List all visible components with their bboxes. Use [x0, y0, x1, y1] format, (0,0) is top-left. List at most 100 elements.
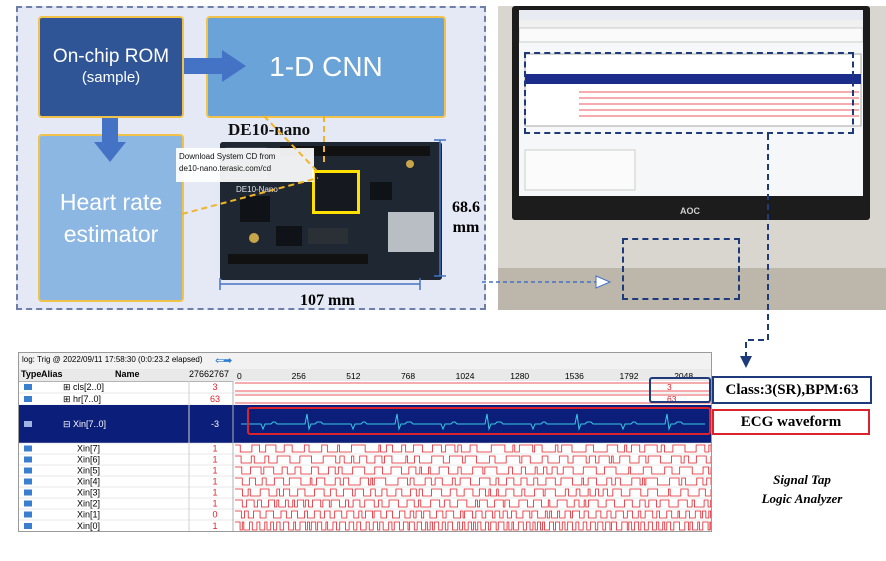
col-cursor2: 2767: [209, 369, 230, 379]
col-alias: Alias: [41, 369, 63, 379]
signal-row[interactable]: Xin[0] 1: [19, 521, 711, 531]
signal-name: Xin[2]: [77, 499, 100, 509]
signal-value: -3: [211, 419, 219, 429]
desk-surface: [498, 268, 886, 310]
caption-line1: Signal Tap: [773, 472, 831, 487]
signal-name: Xin[4]: [77, 477, 100, 487]
hr-title-line2: estimator: [63, 221, 159, 247]
monitor-screen: [518, 10, 864, 196]
col-name: Name: [115, 369, 140, 379]
digital-trace: [235, 455, 711, 464]
tick-label: 512: [346, 371, 360, 381]
digital-trace: [235, 444, 711, 453]
digital-trace: [235, 466, 711, 475]
board-label: DE10-nano: [228, 120, 311, 139]
board-width-label: 107 mm: [300, 292, 355, 309]
digital-trace: [235, 488, 711, 497]
signal-name: Xin[1]: [77, 510, 100, 520]
cnn-block: 1-D CNN: [206, 16, 446, 118]
signal-name: Xin[7]: [77, 444, 100, 454]
rom-subtitle: (sample): [81, 69, 141, 86]
tick-label: 2048: [674, 371, 693, 381]
signal-row[interactable]: Xin[7] 1: [19, 444, 711, 455]
cd-download-note: Download System CD from de10-nano.terasi…: [176, 148, 314, 182]
signal-type-icon: [24, 467, 32, 474]
log-title: log: Trig @ 2022/09/11 17:58:30 (0:0:23.…: [22, 355, 203, 364]
signal-name: Xin[6]: [77, 455, 100, 465]
board-photo-highlight: [622, 238, 740, 300]
bus-value-label: 63: [667, 394, 677, 404]
signal-value: 0: [212, 510, 217, 520]
cnn-title: 1-D CNN: [269, 51, 383, 82]
signal-name: Xin[3]: [77, 488, 100, 498]
svg-text:DE10-Nano: DE10-Nano: [236, 185, 278, 194]
tick-label: 1280: [510, 371, 529, 381]
signal-row[interactable]: Xin[3] 1: [19, 488, 711, 499]
arrow-left-icon[interactable]: ⇐: [215, 355, 225, 367]
board-height-unit: mm: [452, 219, 480, 236]
digital-trace: [235, 477, 711, 486]
signal-row[interactable]: ⊟ Xin[7..0] -3: [19, 405, 711, 444]
log-titlebar: log: Trig @ 2022/09/11 17:58:30 (0:0:23.…: [19, 353, 711, 370]
signal-type-icon: [24, 500, 32, 507]
signal-type-icon: [24, 384, 32, 390]
cd-note-line2: de10-nano.terasic.com/cd: [179, 164, 272, 173]
signal-type-icon: [24, 456, 32, 463]
signal-row[interactable]: Xin[2] 1: [19, 499, 711, 510]
digital-trace: [235, 510, 711, 519]
board-height-value: 68.6: [452, 199, 480, 216]
tick-label: 768: [401, 371, 415, 381]
signal-type-icon: [24, 421, 32, 427]
hr-title-line1: Heart rate: [59, 189, 163, 215]
signal-value: 1: [212, 466, 217, 476]
signal-name: ⊞ hr[7..0]: [63, 394, 101, 404]
signal-value: 1: [212, 455, 217, 465]
signal-type-icon: [24, 396, 32, 402]
signal-type-icon: [24, 511, 32, 518]
signal-value: 1: [212, 444, 217, 454]
digital-trace: [235, 499, 711, 508]
signal-row[interactable]: Xin[6] 1: [19, 455, 711, 466]
class-bpm-callout: Class:3(SR),BPM:63: [712, 376, 872, 404]
monitor-brand: AOC: [680, 206, 700, 216]
bus-value-label: 3: [667, 382, 672, 392]
col-type: Type: [21, 369, 42, 379]
signal-type-icon: [24, 478, 32, 485]
lab-setup-photo: AOC: [498, 6, 886, 310]
screen-content: [518, 10, 864, 191]
signal-value: 3: [212, 382, 217, 392]
signal-name: ⊟ Xin[7..0]: [63, 419, 106, 429]
onchip-rom-block: On-chip ROM (sample): [38, 16, 184, 118]
signal-value: 1: [212, 488, 217, 498]
signal-value: 63: [210, 394, 220, 404]
de10-nano-board-photo: DE10-Nano: [220, 142, 442, 280]
signal-row[interactable]: Xin[4]1: [19, 477, 711, 488]
signal-row[interactable]: ⊞ hr[7..0] 63 63: [19, 394, 711, 406]
signal-value: 1: [212, 521, 217, 531]
signal-type-icon: [24, 445, 32, 452]
fpga-chip-highlight: [312, 170, 360, 214]
signal-tap-window: log: Trig @ 2022/09/11 17:58:30 (0:0:23.…: [18, 352, 712, 532]
signal-row[interactable]: Xin[5]1: [19, 466, 711, 477]
caption-line2: Logic Analyzer: [761, 491, 843, 506]
digital-trace: [235, 521, 711, 531]
screen-waveform-highlight: [524, 52, 854, 134]
heart-rate-block: Heart rate estimator: [38, 134, 184, 302]
cd-note-line1: Download System CD from: [179, 152, 276, 161]
signal-row[interactable]: Xin[1] 0: [19, 510, 711, 521]
signal-type-icon: [24, 523, 32, 529]
signal-value: 1: [212, 499, 217, 509]
col-cursor: 2766: [189, 369, 210, 379]
system-diagram-panel: On-chip ROM (sample) 1-D CNN Heart rate …: [16, 6, 486, 310]
signal-name: Xin[0]: [77, 521, 100, 531]
signal-type-icon: [24, 489, 32, 496]
signal-tap-caption: Signal Tap Logic Analyzer: [742, 470, 862, 508]
screen-to-signaltap-arrowhead: [740, 356, 752, 368]
arrow-right-icon[interactable]: ➡: [223, 355, 233, 367]
tick-label: 1536: [565, 371, 584, 381]
board-height-label: 68.6 mm: [452, 198, 480, 238]
tick-label: 256: [292, 371, 306, 381]
